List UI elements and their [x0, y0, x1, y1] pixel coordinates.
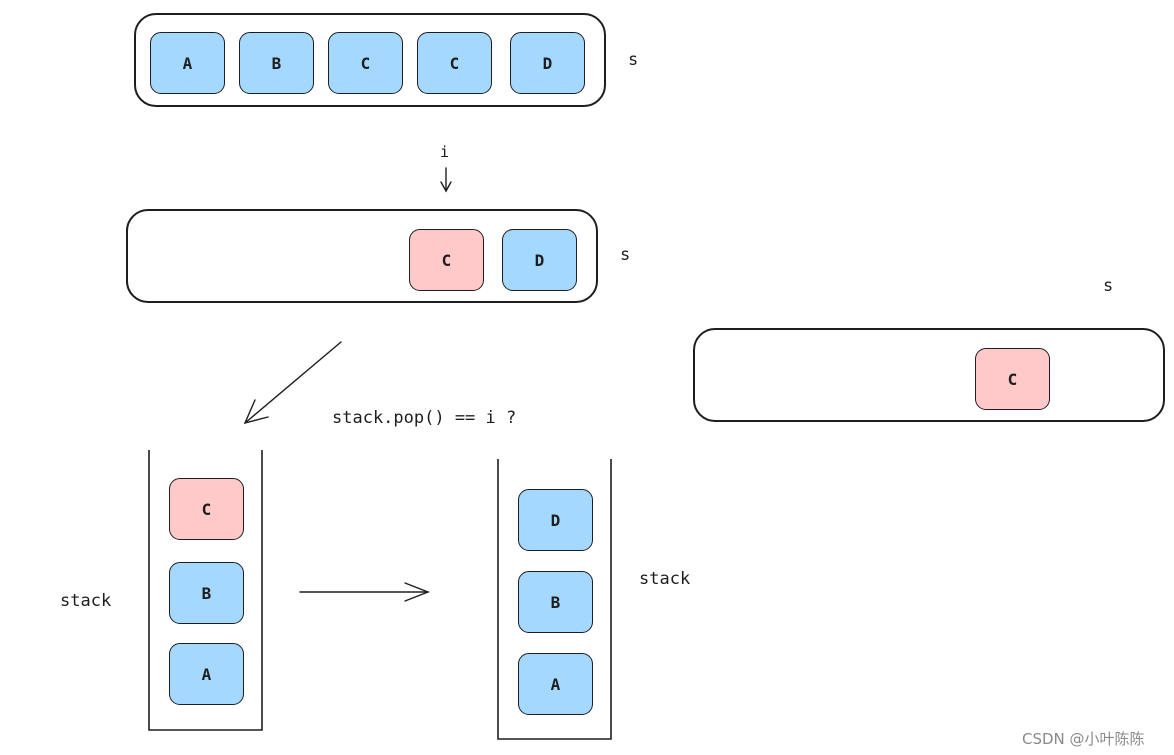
horizontal-arrow	[299, 582, 430, 602]
stack-right-box-middle: B	[518, 571, 593, 633]
stack-left-box-bottom: A	[169, 643, 244, 705]
row3-label: s	[1103, 276, 1114, 296]
stack-right-box-bottom: A	[518, 653, 593, 715]
row1-box-2: B	[239, 32, 314, 94]
row1-box-1: A	[150, 32, 225, 94]
pointer-label: i	[440, 143, 450, 161]
string-s-result	[693, 328, 1165, 422]
stack-left-box-top: C	[169, 478, 244, 540]
row2-box-2: D	[502, 229, 577, 291]
condition-text: stack.pop() == i ?	[332, 408, 517, 428]
row1-box-5: D	[510, 32, 585, 94]
watermark: CSDN @小叶陈陈	[1022, 730, 1145, 748]
stack-left-box-middle: B	[169, 562, 244, 624]
row2-label: s	[620, 245, 631, 265]
row1-label: s	[628, 50, 639, 70]
row3-box-1: C	[975, 348, 1050, 410]
row1-box-4: C	[417, 32, 492, 94]
stack-right-box-top: D	[518, 489, 593, 551]
row2-box-1: C	[409, 229, 484, 291]
row1-box-3: C	[328, 32, 403, 94]
diagonal-arrow	[243, 341, 342, 425]
pointer-arrow	[440, 167, 452, 193]
stack-left-label: stack	[60, 591, 112, 611]
stack-right-label: stack	[639, 569, 691, 589]
